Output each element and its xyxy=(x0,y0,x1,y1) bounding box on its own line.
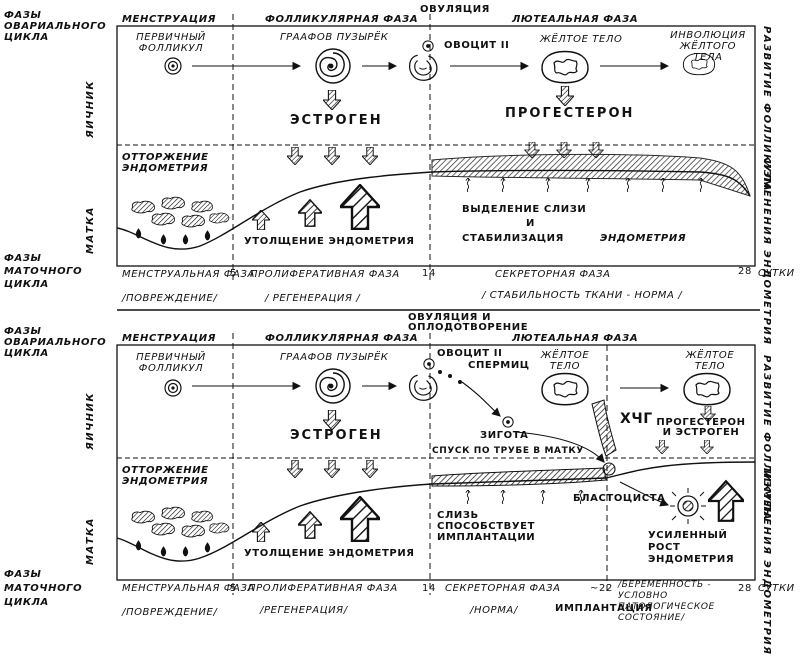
top-luteal-phase: ЛЮТЕАЛЬНАЯ ФАЗА xyxy=(512,14,639,25)
top-primary-follicle: ПЕРВИЧНЫЙ ФОЛЛИКУЛ xyxy=(136,32,206,54)
corpus-luteum-icon xyxy=(541,50,589,84)
bottom-graafian-vesicle: ГРААФОВ ПУЗЫРЁК xyxy=(280,352,389,363)
bottom-days: СУТКИ xyxy=(758,583,795,594)
oocyte-icon xyxy=(422,40,434,52)
ovarian-phases-label: ФАЗЫ ОВАРИАЛЬНОГО ЦИКЛА xyxy=(4,10,107,43)
top-stabilization: СТАБИЛИЗАЦИЯ xyxy=(462,233,564,244)
prog-estr-label: ПРОГЕСТЕРОН И ЭСТРОГЕН xyxy=(656,417,746,438)
ovulating-follicle-icon xyxy=(408,54,438,81)
primary-follicle-icon xyxy=(164,57,182,75)
top-damage: /ПОВРЕЖДЕНИЕ/ xyxy=(122,293,218,304)
top-stability: / СТАБИЛЬНОСТЬ ТКАНИ - НОРМА / xyxy=(482,290,683,301)
top-proliferative-phase: ПРОЛИФЕРАТИВНАЯ ФАЗА xyxy=(250,269,400,280)
descent-label: СПУСК ПО ТРУБЕ В МАТКУ xyxy=(432,446,584,456)
bottom-day14: 14 xyxy=(422,583,436,594)
top-ovulation: ОВУЛЯЦИЯ xyxy=(420,4,490,15)
top-involution: ИНВОЛЮЦИЯ ЖЁЛТОГО ТЕЛА xyxy=(670,30,746,63)
bottom-menstruation: МЕНСТРУАЦИЯ xyxy=(122,333,217,344)
bottom-corpus-luteum-2: ЖЁЛТОЕ ТЕЛО xyxy=(685,350,735,372)
bottom-endometrium-rejection: ОТТОРЖЕНИЕ ЭНДОМЕТРИЯ xyxy=(122,465,209,487)
top-day14: 14 xyxy=(422,268,436,279)
zygote-label: ЗИГОТА xyxy=(480,430,529,441)
top-frame xyxy=(116,25,756,267)
graafian-vesicle-icon xyxy=(315,48,351,84)
bottom-damage: /ПОВРЕЖДЕНИЕ/ xyxy=(122,607,218,618)
top-and: И xyxy=(526,218,535,229)
top-follicular-phase: ФОЛЛИКУЛЯРНАЯ ФАЗА xyxy=(265,14,419,25)
top-secretory-phase: СЕКРЕТОРНАЯ ФАЗА xyxy=(495,269,611,280)
bottom-ovary-label: ЯИЧНИК xyxy=(85,391,96,450)
mucus-implant-label: СЛИЗЬ СПОСОБСТВУЕТ ИМПЛАНТАЦИИ xyxy=(437,510,536,543)
hcg-label: ХЧГ xyxy=(620,411,653,427)
bottom-luteal-phase: ЛЮТЕАЛЬНАЯ ФАЗА xyxy=(512,333,639,344)
blastocyst-icon xyxy=(602,462,616,476)
bottom-endometrium-changes-label: ИЗМЕНЕНИЯ ЭНДОМЕТРИЯ xyxy=(761,470,772,656)
bottom-ovarian-phases-label: ФАЗЫ ОВАРИАЛЬНОГО ЦИКЛА xyxy=(4,326,107,359)
bottom-corpus-luteum: ЖЁЛТОЕ ТЕЛО xyxy=(540,350,590,372)
hcg-arrow xyxy=(591,399,617,457)
bottom-uterus-label: МАТКА xyxy=(85,517,96,565)
top-progesterone: ПРОГЕСТЕРОН xyxy=(505,106,635,121)
bottom-ovulation-fertilization: ОВУЛЯЦИЯ И ОПЛОДОТВОРЕНИЕ xyxy=(408,312,529,333)
estrogen-arrow-icon xyxy=(323,90,341,110)
endometrium-changes-label: ИЗМЕНЕНИЯ ЭНДОМЕТРИЯ xyxy=(761,160,772,346)
bottom-oocyte: ОВОЦИТ II xyxy=(437,348,503,359)
bottom-secretory-phase: СЕКРЕТОРНАЯ ФАЗА xyxy=(445,583,561,594)
enhanced-growth-arrow xyxy=(708,479,744,523)
bottom-secretory-endometrium xyxy=(431,467,607,487)
implantation-label: ИМПЛАНТАЦИЯ xyxy=(555,603,653,614)
zygote-icon xyxy=(502,416,514,428)
bottom-day5: 5 xyxy=(230,583,237,594)
implanted-embryo-icon xyxy=(670,488,706,524)
bottom-day22: ~22 xyxy=(590,583,613,594)
top-oocyte: ОВОЦИТ II xyxy=(444,40,510,51)
top-estrogen: ЭСТРОГЕН xyxy=(290,113,383,128)
bottom-norm: /НОРМА/ xyxy=(470,605,518,616)
top-days: СУТКИ xyxy=(758,268,795,279)
bottom-menstrual-phase: МЕНСТРУАЛЬНАЯ ФАЗА xyxy=(122,583,255,594)
top-regeneration: / РЕГЕНЕРАЦИЯ / xyxy=(265,293,361,304)
ovary-label: ЯИЧНИК xyxy=(85,79,96,138)
top-menstruation: МЕНСТРУАЦИЯ xyxy=(122,14,217,25)
top-mucus-secretion: ВЫДЕЛЕНИЕ СЛИЗИ xyxy=(462,204,587,215)
bottom-diagram xyxy=(116,333,756,595)
bottom-day28: 28 xyxy=(738,583,752,594)
diagram-drawing xyxy=(116,14,760,595)
top-secretory-endometrium xyxy=(431,153,751,197)
top-day28: 28 xyxy=(738,266,752,277)
top-endometrium-rejection: ОТТОРЖЕНИЕ ЭНДОМЕТРИЯ xyxy=(122,152,209,174)
bottom-endometrium-curve xyxy=(116,461,756,562)
enhanced-growth-label: УСИЛЕННЫЙ РОСТ ЭНДОМЕТРИЯ xyxy=(648,530,735,565)
top-day5: 5 xyxy=(230,268,237,279)
top-endometrium: ЭНДОМЕТРИЯ xyxy=(600,233,687,244)
bottom-thickening: УТОЛЩЕНИЕ ЭНДОМЕТРИЯ xyxy=(244,548,415,559)
pregnancy-label: /БЕРЕМЕННОСТЬ - УСЛОВНО ПАТОЛОГИЧЕСКОЕ С… xyxy=(618,580,715,623)
bottom-regeneration: /РЕГЕНЕРАЦИЯ/ xyxy=(260,605,348,616)
top-corpus-luteum: ЖЁЛТОЕ ТЕЛО xyxy=(540,34,623,45)
uterus-label: МАТКА xyxy=(85,206,96,254)
top-graafian-vesicle: ГРААФОВ ПУЗЫРЁК xyxy=(280,32,389,43)
progesterone-arrow-icon xyxy=(556,86,574,106)
bottom-uterine-phases-label: ФАЗЫ МАТОЧНОГО ЦИКЛА xyxy=(4,569,83,608)
bottom-estrogen: ЭСТРОГЕН xyxy=(290,428,383,443)
top-menstrual-phase: МЕНСТРУАЛЬНАЯ ФАЗА xyxy=(122,269,255,280)
bottom-proliferative-phase: ПРОЛИФЕРАТИВНАЯ ФАЗА xyxy=(248,583,398,594)
top-diagram xyxy=(116,14,756,280)
bottom-sperm: СПЕРМИЦ xyxy=(468,360,530,371)
bottom-follicular-phase: ФОЛЛИКУЛЯРНАЯ ФАЗА xyxy=(265,333,419,344)
uterine-phases-label: ФАЗЫ МАТОЧНОГО ЦИКЛА xyxy=(4,253,83,290)
top-thickening: УТОЛЩЕНИЕ ЭНДОМЕТРИЯ xyxy=(244,236,415,247)
bottom-primary-follicle: ПЕРВИЧНЫЙ ФОЛЛИКУЛ xyxy=(136,352,206,374)
blastocyst-label: БЛАСТОЦИСТА xyxy=(573,493,666,504)
